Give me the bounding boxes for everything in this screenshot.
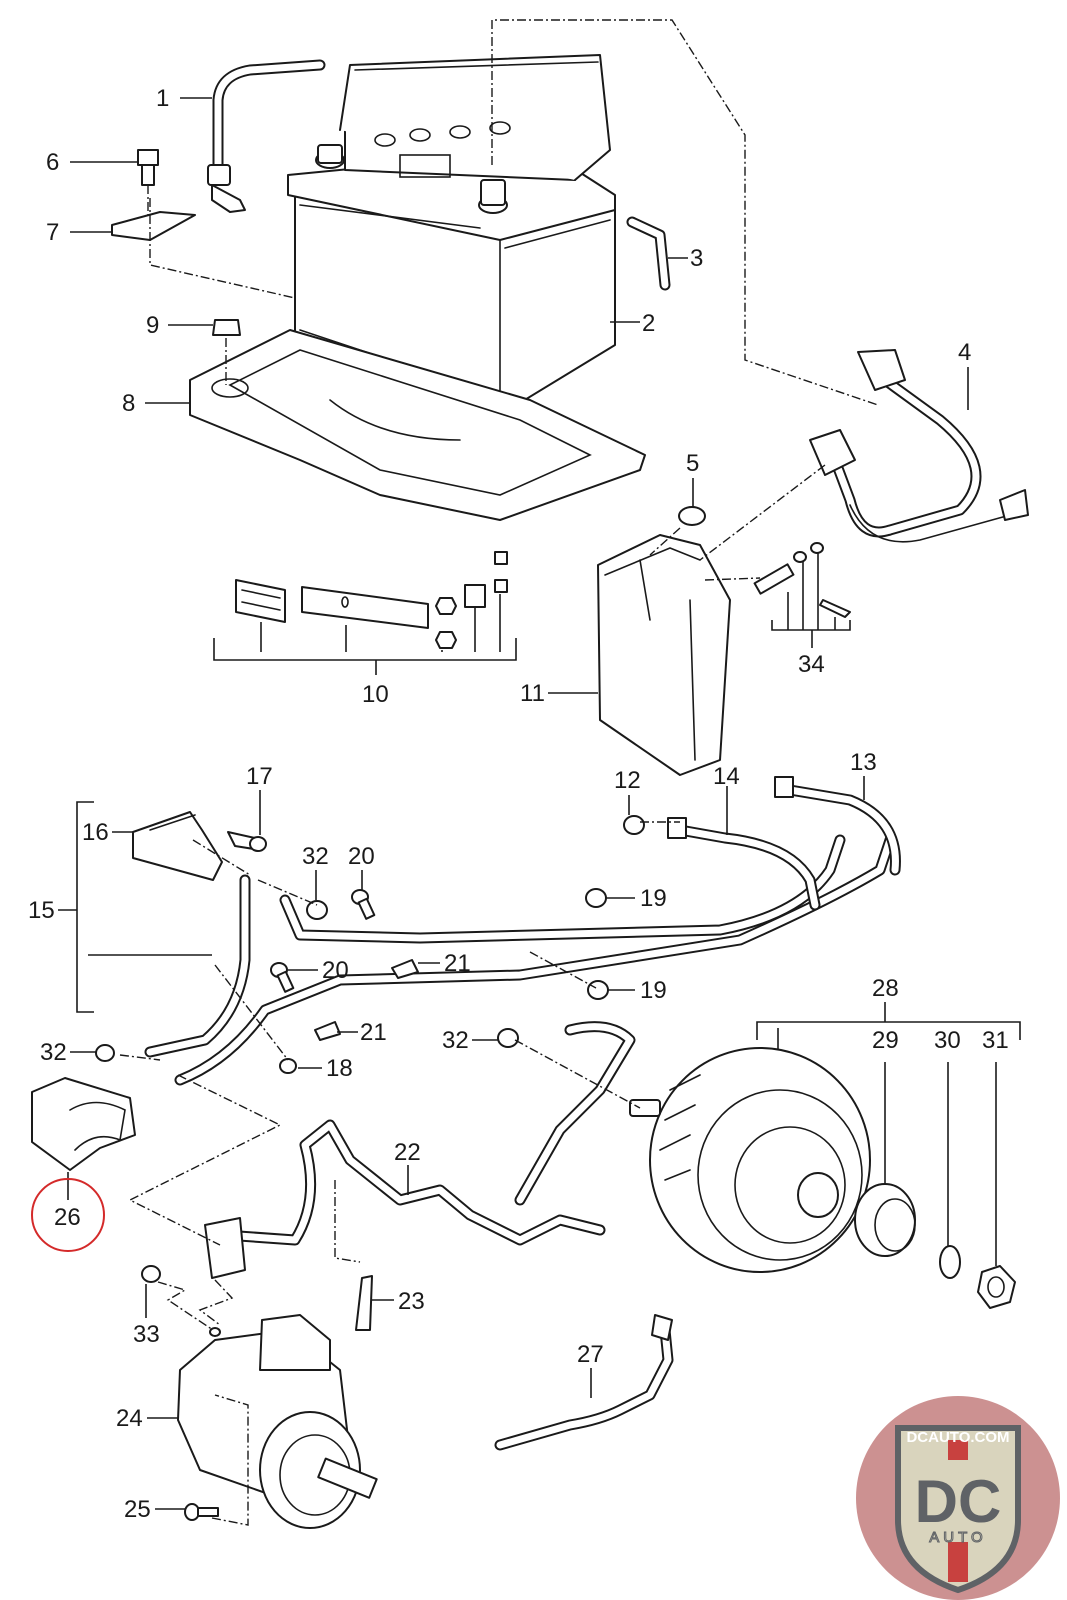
logo-stripe-top	[948, 1440, 968, 1460]
logo-tagline: AUTO	[929, 1529, 986, 1546]
callout-15[interactable]: 15	[28, 897, 55, 924]
callout-11[interactable]: 11	[520, 680, 545, 707]
nut-31[interactable]	[977, 1265, 1016, 1309]
cable-harness-22[interactable]	[204, 1021, 636, 1279]
wiring-harness-15[interactable]	[144, 834, 896, 1086]
callout-21-upper[interactable]: 21	[444, 950, 471, 977]
cable-13[interactable]	[774, 776, 901, 876]
assembly-lines	[119, 19, 879, 1526]
bracket-23[interactable]	[355, 1275, 373, 1331]
ground-strap-27[interactable]	[494, 1314, 674, 1451]
callout-22[interactable]: 22	[394, 1139, 421, 1166]
callout-30[interactable]: 30	[934, 1027, 961, 1054]
callout-17[interactable]: 17	[246, 763, 273, 790]
fuse-kit-10[interactable]	[235, 551, 508, 649]
nut-19-lower[interactable]	[587, 980, 609, 1000]
hold-down-clamp-7[interactable]	[111, 211, 196, 241]
logo-monogram: DC	[915, 1468, 1002, 1535]
logo-url: DCAUTO.COM	[906, 1429, 1009, 1446]
callout-31[interactable]: 31	[982, 1027, 1009, 1054]
cable-14[interactable]	[667, 817, 821, 911]
callout-18[interactable]: 18	[326, 1055, 353, 1082]
callout-16[interactable]: 16	[82, 819, 109, 846]
battery[interactable]	[287, 54, 616, 416]
callout-13[interactable]: 13	[850, 749, 877, 776]
callout-19-upper[interactable]: 19	[640, 885, 667, 912]
callout-5[interactable]: 5	[686, 450, 699, 477]
bolt-17[interactable]	[227, 831, 267, 852]
callout-14[interactable]: 14	[713, 763, 740, 790]
washer-30[interactable]	[939, 1245, 961, 1279]
callout-32-upper[interactable]: 32	[302, 843, 329, 870]
callout-21-lower[interactable]: 21	[360, 1019, 387, 1046]
nut-32-upper[interactable]	[306, 900, 328, 920]
cover-16[interactable]	[132, 811, 223, 881]
grommet-5[interactable]	[678, 506, 706, 526]
callout-25[interactable]: 25	[124, 1496, 151, 1523]
callout-26[interactable]: 26	[54, 1204, 81, 1231]
logo-shield	[895, 1425, 1021, 1594]
battery-tray[interactable]	[189, 329, 646, 521]
callout-23[interactable]: 23	[398, 1288, 425, 1315]
dc-auto-logo: DCAUTO.COM DC AUTO	[856, 1396, 1060, 1600]
bolt-20-lower[interactable]	[270, 962, 295, 993]
callout-34[interactable]: 34	[798, 651, 825, 678]
bolt-25[interactable]	[184, 1503, 219, 1521]
callout-29[interactable]: 29	[872, 1027, 899, 1054]
battery-cable-4[interactable]	[809, 349, 1029, 543]
pulley-29[interactable]	[854, 1183, 916, 1257]
callout-24[interactable]: 24	[116, 1405, 143, 1432]
logo-stripe-bottom	[948, 1542, 968, 1582]
bolt-6[interactable]	[137, 149, 159, 186]
callout-12[interactable]: 12	[614, 767, 641, 794]
callout-9[interactable]: 9	[146, 312, 159, 339]
nut-32-alternator[interactable]	[497, 1028, 519, 1048]
alternator-28[interactable]	[629, 1047, 871, 1273]
clip-21-upper[interactable]	[391, 959, 419, 979]
callout-3[interactable]: 3	[690, 245, 703, 272]
callout-6[interactable]: 6	[46, 149, 59, 176]
callout-10[interactable]: 10	[362, 681, 389, 708]
stud-kit-34[interactable]	[753, 542, 851, 618]
callout-4[interactable]: 4	[958, 339, 971, 366]
nut-9[interactable]	[212, 319, 241, 336]
callout-2[interactable]: 2	[642, 310, 655, 337]
callout-20-upper[interactable]: 20	[348, 843, 375, 870]
nut-33[interactable]	[141, 1265, 161, 1283]
callout-33[interactable]: 33	[133, 1321, 160, 1348]
bolt-20-upper[interactable]	[351, 889, 376, 920]
callout-19-lower[interactable]: 19	[640, 977, 667, 1004]
callout-28[interactable]: 28	[872, 975, 899, 1002]
clip-21-lower[interactable]	[314, 1021, 341, 1041]
leader-lines	[58, 97, 1021, 1510]
callout-27[interactable]: 27	[577, 1341, 604, 1368]
callout-32-left[interactable]: 32	[40, 1039, 67, 1066]
highlight-circle	[31, 1178, 105, 1252]
callout-8[interactable]: 8	[122, 390, 135, 417]
protective-cap-26[interactable]	[31, 1077, 136, 1171]
starter-24[interactable]	[177, 1314, 378, 1529]
screw-18[interactable]	[279, 1058, 297, 1074]
nut-32-left[interactable]	[95, 1044, 115, 1062]
cable-1[interactable]	[207, 59, 326, 213]
control-unit-11[interactable]	[597, 534, 731, 776]
callout-32-alternator[interactable]: 32	[442, 1027, 469, 1054]
callout-1[interactable]: 1	[156, 85, 169, 112]
callout-labels: 1 2 3 4 5 6 7 8 9 10 11 12 13 14 15 16 1…	[28, 85, 1009, 1523]
nut-19-upper[interactable]	[585, 888, 607, 908]
callout-7[interactable]: 7	[46, 219, 59, 246]
vent-elbow-3[interactable]	[626, 216, 671, 291]
callout-20-lower[interactable]: 20	[322, 957, 349, 984]
nut-12[interactable]	[623, 815, 645, 835]
